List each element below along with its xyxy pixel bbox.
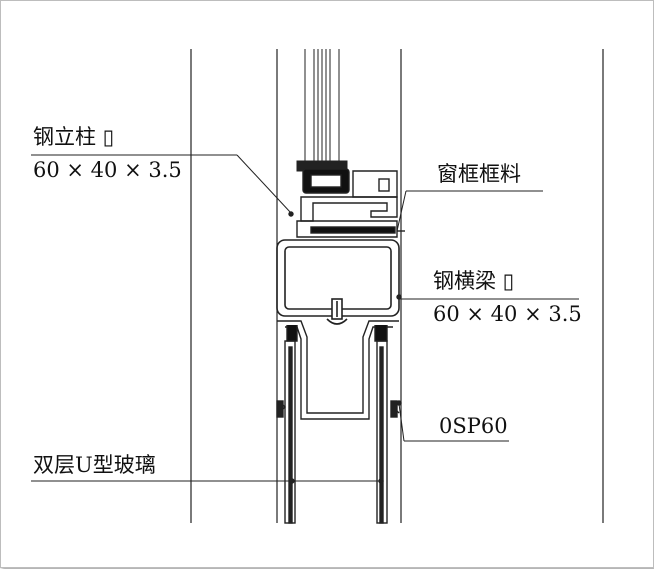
steel-beam-dims: 60 × 40 × 3.5 <box>433 302 582 326</box>
window-frame-profile <box>296 168 405 238</box>
window-frame-label: 窗框框料 <box>437 162 521 186</box>
leader-lines <box>31 154 579 484</box>
steel-beam-label: 钢横梁 ▯ <box>433 269 514 293</box>
steel-column-dims: 60 × 40 × 3.5 <box>33 158 182 182</box>
steel-column-label: 钢立柱 ▯ <box>33 125 114 149</box>
profile-label: 0SP60 <box>439 414 508 438</box>
steel-beam <box>276 239 400 325</box>
column-outline <box>190 49 604 523</box>
u-glass-label: 双层U型玻璃 <box>33 453 156 477</box>
window-glass <box>296 49 348 172</box>
u-glass-panes <box>276 340 400 524</box>
